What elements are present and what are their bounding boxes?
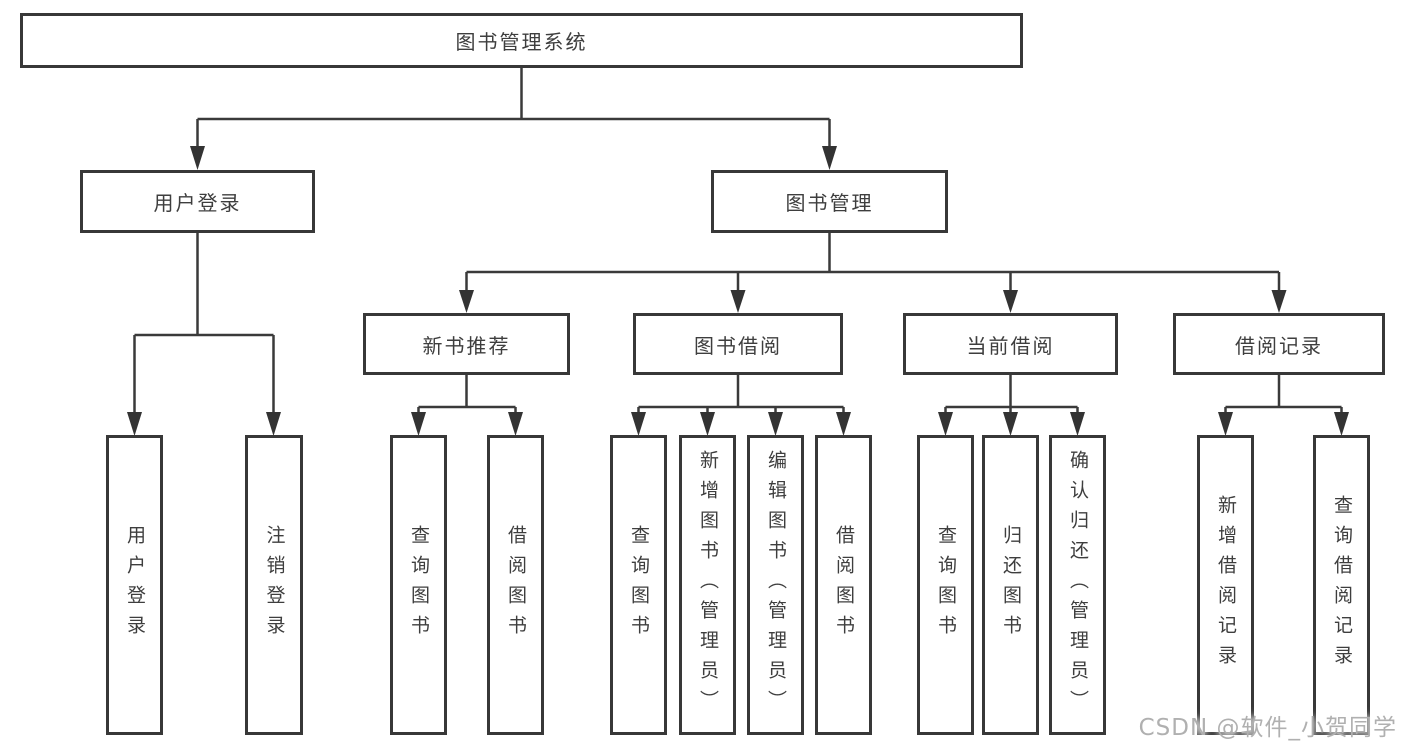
node-new-book-recommend: 新书推荐 [363,313,570,375]
leaf-add-book-admin: 新增图书（管理员） [679,435,736,735]
node-label: 图书借阅 [694,333,782,358]
leaf-label: 归还图书 [1000,525,1022,645]
leaf-label: 借阅图书 [505,525,527,645]
leaf-label: 注销登录 [263,525,286,645]
csdn-watermark: CSDN @软件_小贺同学 [1138,715,1397,741]
leaf-label: 查询借阅记录 [1331,495,1353,675]
leaf-label: 查询图书 [935,525,957,645]
leaf-borrow-books-newbook: 借阅图书 [487,435,544,735]
node-label: 当前借阅 [966,333,1055,358]
leaf-label: 确认归还（管理员） [1067,450,1089,720]
leaf-query-borrow-record: 查询借阅记录 [1313,435,1370,735]
node-label: 图书管理系统 [455,30,588,54]
leaf-query-books-borrow: 查询图书 [610,435,667,735]
node-book-management: 图书管理 [711,170,948,233]
node-borrow-records: 借阅记录 [1173,313,1385,375]
leaf-query-books-current: 查询图书 [917,435,974,735]
leaf-label: 查询图书 [628,525,650,645]
node-label: 图书管理 [785,191,874,215]
leaf-label: 用户登录 [124,525,146,645]
leaf-add-borrow-record: 新增借阅记录 [1197,435,1254,735]
node-current-borrow: 当前借阅 [903,313,1118,375]
leaf-label: 新增借阅记录 [1215,495,1237,675]
node-root-library-system: 图书管理系统 [20,13,1023,68]
node-label: 新书推荐 [422,333,511,358]
node-book-borrow: 图书借阅 [633,313,843,375]
leaf-borrow-books-borrow: 借阅图书 [815,435,872,735]
leaf-label: 查询图书 [408,525,430,645]
leaf-query-books-newbook: 查询图书 [390,435,447,735]
node-user-login: 用户登录 [80,170,315,233]
leaf-edit-book-admin: 编辑图书（管理员） [747,435,804,735]
leaf-label: 编辑图书（管理员） [765,450,787,720]
leaf-confirm-return-admin: 确认归还（管理员） [1049,435,1106,735]
leaf-label: 新增图书（管理员） [697,450,719,720]
leaf-logout-login: 注销登录 [245,435,303,735]
leaf-user-login: 用户登录 [106,435,163,735]
node-label: 用户登录 [153,191,242,215]
leaf-return-books: 归还图书 [982,435,1039,735]
leaf-label: 借阅图书 [833,525,855,645]
node-label: 借阅记录 [1235,333,1323,358]
